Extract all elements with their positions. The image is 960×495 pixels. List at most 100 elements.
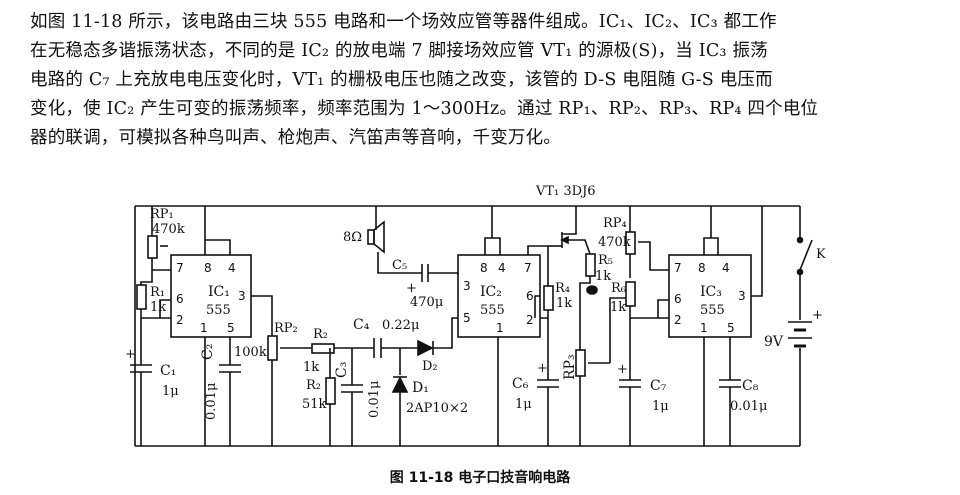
ic1-pin-7: 7: [176, 261, 184, 275]
r5-label: R₅: [598, 253, 613, 268]
ic1-pin-8: 8: [204, 261, 212, 275]
ic3-pin6-wire: [657, 299, 669, 318]
rp1-label: RP₁: [150, 207, 174, 222]
c8-value: 0.01μ: [730, 399, 767, 414]
rp2-resistor: [267, 335, 278, 361]
ic2-pin-7: 7: [524, 261, 532, 275]
ic1-out-wire: [251, 295, 273, 336]
battery-label: 9V: [764, 334, 784, 350]
d-type: 2AP10×2: [406, 401, 468, 416]
ic1-pin-4: 4: [228, 261, 236, 275]
c6-label: C₆: [512, 376, 529, 392]
speaker-cone: [373, 220, 385, 254]
c5-label: C₅: [392, 258, 407, 273]
c4-value: 0.22μ: [382, 318, 419, 333]
ic1-pin-5: 5: [227, 321, 235, 335]
text-line-1: 如图 11-18 所示，该电路由三块 555 电路和一个场效应管等器件组成。IC…: [30, 12, 777, 32]
text-line-2: 在无稳态多谐振荡状态，不同的是 IC₂ 的放电端 7 脚接场效应管 VT₁ 的源…: [30, 41, 768, 61]
c5-plus: +: [406, 281, 417, 296]
r5-value: 1k: [595, 269, 611, 284]
r4-resistor: [543, 285, 554, 311]
c5-wire-b: [428, 272, 459, 275]
ic3-pin-2: 2: [674, 313, 682, 327]
ic2-pin-8: 8: [480, 261, 488, 275]
c6-plus: +: [537, 361, 548, 376]
c3-label: C₃: [334, 362, 350, 378]
ic3-label: IC₃: [700, 284, 722, 300]
r6-value: 1k: [610, 300, 626, 315]
ic1-pin-6: 6: [176, 292, 184, 306]
r5-wire-b: [579, 276, 591, 350]
ic1-pin-2: 2: [176, 313, 184, 327]
c2-label: C₂: [200, 344, 216, 360]
ic1-label: IC₁: [208, 284, 230, 300]
r2b-value: 51k: [302, 397, 327, 412]
ic2-vcc-wire: [484, 237, 501, 255]
junction-dot: [586, 285, 598, 295]
c7-plus: +: [617, 362, 628, 377]
ic3-pin-6: 6: [674, 292, 682, 306]
ic3-pin-8: 8: [698, 261, 706, 275]
rp2-label: RP₂: [274, 321, 298, 336]
rp1-value: 470k: [152, 222, 185, 237]
ic2-pin-1: 1: [496, 321, 504, 335]
ic3-out-wire: [751, 206, 763, 297]
c7-label: C₇: [650, 378, 667, 394]
ic1-pin-1: 1: [200, 321, 208, 335]
c5-value: 470μ: [410, 295, 443, 310]
ic2-type: 555: [480, 303, 505, 318]
rp4-label: RP₄: [603, 216, 627, 231]
text-line-3: 电路的 C₇ 上充放电电压变化时，VT₁ 的栅极电压也随之改变，该管的 D-S …: [30, 70, 773, 90]
pin6-wire: [159, 299, 171, 318]
description-paragraph: 如图 11-18 所示，该电路由三块 555 电路和一个场效应管等器件组成。IC…: [30, 8, 930, 153]
ic3-pin-4: 4: [722, 261, 730, 275]
d1-label: D₁: [412, 380, 429, 396]
ic3-type: 555: [700, 303, 725, 318]
r1-value: 1k: [150, 300, 166, 315]
r4-value: 1k: [556, 296, 572, 311]
r6-resistor: [625, 281, 636, 307]
c1-value: 1μ: [162, 384, 179, 399]
switch-label: K: [816, 247, 826, 262]
c6-value: 1μ: [515, 397, 532, 412]
vt1-drain: [562, 206, 577, 235]
vt1-label: VT₁ 3DJ6: [535, 184, 596, 199]
r4-label: R₄: [555, 281, 570, 296]
r1-wire: [140, 270, 153, 285]
text-line-5: 器的联调，可模拟各种鸟叫声、枪炮声、汽笛声等音响，千变万化。: [30, 128, 561, 148]
speaker-wire-b: [377, 252, 422, 274]
ic3-pin-3: 3: [738, 289, 746, 303]
c8-label: C₈: [742, 378, 759, 394]
ic2-pin7-wire: [527, 245, 549, 286]
rp4-wiper: [638, 241, 669, 271]
switch-contact-top: [796, 236, 804, 244]
ic1-pin-3: 3: [238, 289, 246, 303]
r2b-label: R₂: [306, 378, 321, 393]
r2a-label: R₂: [313, 327, 328, 342]
rp3-to-r6-wire: [609, 297, 626, 363]
r2a-value: 1k: [303, 360, 319, 375]
ic3-pin-1: 1: [700, 321, 708, 335]
ic1-reset-wire: [205, 239, 231, 255]
c1-label: C₁: [160, 363, 176, 379]
text-line-4: 变化，使 IC₂ 产生可变的振荡频率，频率范围为 1～300Hz。通过 RP₁、…: [30, 99, 819, 119]
switch-k[interactable]: [799, 239, 813, 271]
c2-value: 0.01μ: [204, 383, 219, 420]
d1-diode: [391, 376, 409, 393]
speaker-body: [367, 229, 375, 245]
r1-resistor: [136, 284, 147, 310]
d2-label: D₂: [422, 359, 438, 374]
ic3-vcc-wire: [703, 237, 719, 255]
battery-plus: +: [812, 308, 823, 323]
c1-plus: +: [125, 347, 136, 362]
ic3-pin-5: 5: [727, 321, 735, 335]
rp1-resistor: [147, 235, 158, 259]
r1-label: R₁: [150, 285, 165, 300]
rp3-label: RP₃: [562, 354, 578, 380]
r6-label: R₆: [611, 281, 626, 296]
r6-wire-b: [629, 306, 669, 319]
c4-label: C₄: [353, 317, 370, 333]
vt1-gate: [562, 239, 591, 255]
ic2-pin-5: 5: [463, 311, 471, 325]
ic2-pin-3: 3: [463, 279, 471, 293]
